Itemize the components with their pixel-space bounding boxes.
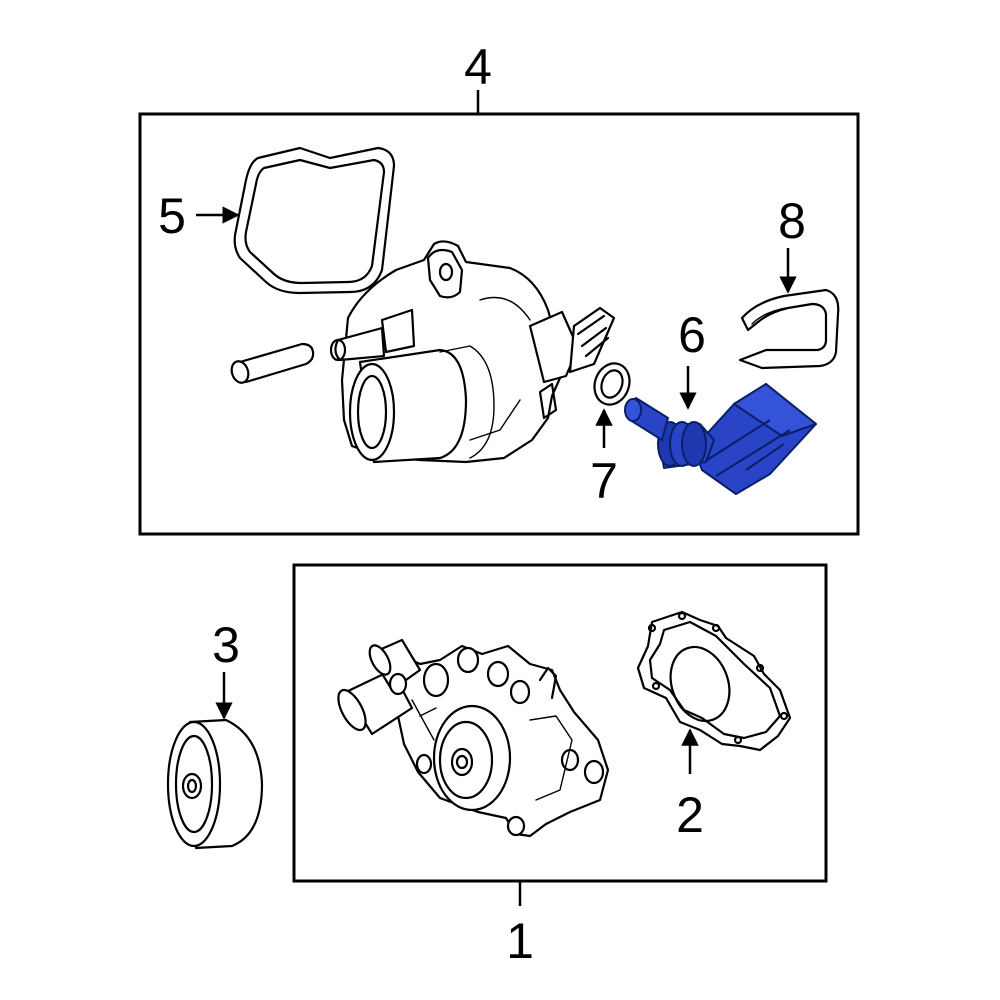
callout-5[interactable]: 5 <box>158 188 186 244</box>
callout-3[interactable]: 3 <box>212 617 240 673</box>
group-box-1 <box>292 563 828 883</box>
callout-8[interactable]: 8 <box>778 193 806 249</box>
temperature-sensor-part-6[interactable] <box>624 383 817 495</box>
bolt <box>230 342 315 384</box>
water-pump <box>337 638 610 838</box>
pump-gasket-part-2[interactable] <box>636 610 792 752</box>
group-box-4 <box>138 112 860 536</box>
callout-6[interactable]: 6 <box>678 307 706 363</box>
idler-pulley-part-3[interactable] <box>166 718 264 850</box>
thermostat-housing <box>329 240 616 464</box>
callout-2[interactable]: 2 <box>676 787 704 843</box>
gasket-part-5[interactable] <box>233 146 396 295</box>
o-ring-part-7[interactable] <box>589 358 635 409</box>
clip-part-8[interactable] <box>738 288 840 370</box>
callout-7[interactable]: 7 <box>590 453 618 509</box>
callout-1[interactable]: 1 <box>506 913 534 969</box>
callout-4[interactable]: 4 <box>464 39 492 95</box>
